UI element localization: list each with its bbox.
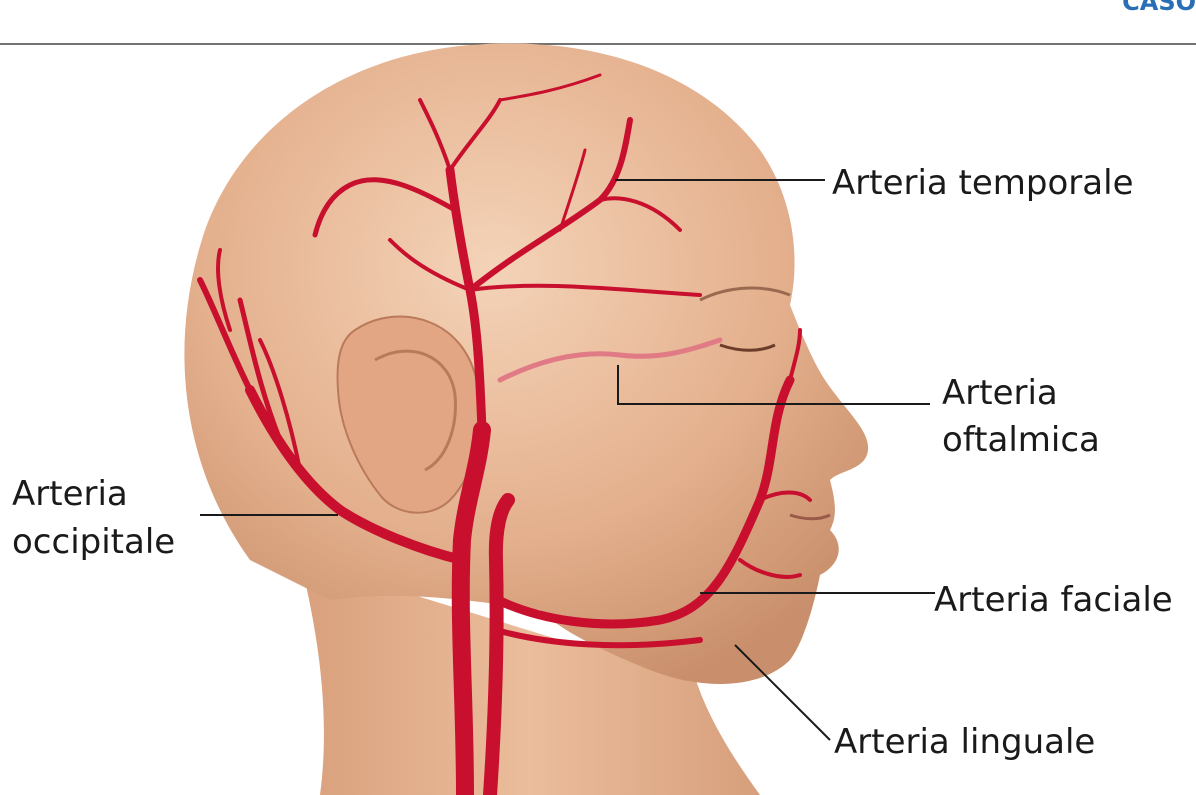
corner-logo-text: CASO [1122,0,1196,16]
label-arteria-temporale: Arteria temporale [832,163,1133,204]
label-arteria-faciale: Arteria faciale [934,580,1173,621]
label-arteria-linguale: Arteria linguale [834,722,1095,763]
label-arteria-occipitale-line2: occipitale [12,522,175,563]
head [184,43,868,684]
label-arteria-occipitale-line1: Arteria [12,474,128,515]
label-arteria-oftalmica-line2: oftalmica [942,420,1100,461]
label-arteria-oftalmica-line1: Arteria [942,373,1058,414]
